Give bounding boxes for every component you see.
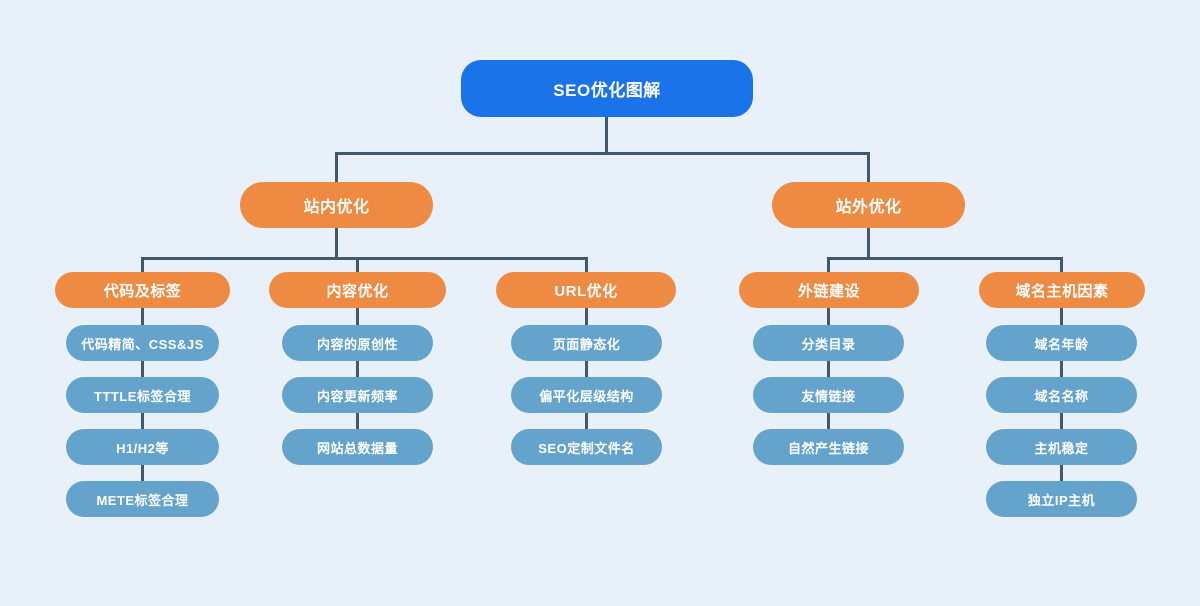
group-node-label: 外链建设 xyxy=(797,282,860,300)
connector-line xyxy=(141,257,144,272)
connector-line xyxy=(335,152,870,155)
leaf-node-label: TTTLE标签合理 xyxy=(94,388,191,404)
leaf-node-label: 页面静态化 xyxy=(552,336,621,352)
leaf-node: 内容的原创性 xyxy=(282,325,433,361)
leaf-node: H1/H2等 xyxy=(66,429,219,465)
leaf-node-label: METE标签合理 xyxy=(96,492,189,508)
leaf-node: 独立IP主机 xyxy=(986,481,1137,517)
branch-node-label: 站外优化 xyxy=(835,199,902,216)
connector-line xyxy=(356,257,359,272)
leaf-node: 自然产生链接 xyxy=(753,429,904,465)
leaf-node-label: 代码精简、CSS&JS xyxy=(81,336,204,352)
connector-line xyxy=(585,257,588,272)
leaf-node-label: 主机稳定 xyxy=(1034,440,1089,456)
group-node-domain-host: 域名主机因素 xyxy=(979,272,1145,308)
leaf-node-label: 独立IP主机 xyxy=(1027,492,1096,508)
root-node-seo: SEO优化图解 xyxy=(461,60,753,117)
leaf-node-label: 域名年龄 xyxy=(1034,336,1089,352)
group-node-label: 域名主机因素 xyxy=(1015,282,1109,300)
connector-line xyxy=(335,228,338,260)
branch-node-label: 站内优化 xyxy=(303,199,370,216)
leaf-node: 网站总数据量 xyxy=(282,429,433,465)
group-node-label: URL优化 xyxy=(554,282,618,300)
connector-line xyxy=(141,257,588,260)
leaf-node-label: 域名名称 xyxy=(1034,388,1089,404)
leaf-node: 偏平化层级结构 xyxy=(511,377,662,413)
branch-node-onsite: 站内优化 xyxy=(240,182,433,228)
leaf-node: 内容更新频率 xyxy=(282,377,433,413)
leaf-node: 代码精简、CSS&JS xyxy=(66,325,219,361)
leaf-node: 域名年龄 xyxy=(986,325,1137,361)
leaf-node: 域名名称 xyxy=(986,377,1137,413)
connector-line xyxy=(867,152,870,182)
connector-line xyxy=(867,228,870,260)
group-node-url: URL优化 xyxy=(496,272,676,308)
leaf-node: TTTLE标签合理 xyxy=(66,377,219,413)
leaf-node: 主机稳定 xyxy=(986,429,1137,465)
root-node-label: SEO优化图解 xyxy=(553,81,661,100)
leaf-node-label: 友情链接 xyxy=(801,388,856,404)
leaf-node-label: 网站总数据量 xyxy=(316,440,398,456)
connector-line xyxy=(335,152,338,182)
group-node-backlinks: 外链建设 xyxy=(739,272,919,308)
leaf-node-label: 分类目录 xyxy=(801,336,856,352)
leaf-node-label: 偏平化层级结构 xyxy=(539,388,634,404)
leaf-node-label: 内容更新频率 xyxy=(316,388,398,404)
leaf-node-label: 内容的原创性 xyxy=(316,336,398,352)
connector-line xyxy=(605,117,608,154)
leaf-node: METE标签合理 xyxy=(66,481,219,517)
connector-line xyxy=(827,257,830,272)
group-node-label: 代码及标签 xyxy=(103,282,182,300)
leaf-node: 分类目录 xyxy=(753,325,904,361)
leaf-node: 页面静态化 xyxy=(511,325,662,361)
group-node-code-tags: 代码及标签 xyxy=(55,272,230,308)
leaf-node: 友情链接 xyxy=(753,377,904,413)
connector-line xyxy=(1060,257,1063,272)
group-node-label: 内容优化 xyxy=(326,282,389,300)
leaf-node-label: 自然产生链接 xyxy=(787,440,869,456)
branch-node-offsite: 站外优化 xyxy=(772,182,965,228)
leaf-node-label: H1/H2等 xyxy=(116,440,169,456)
leaf-node: SEO定制文件名 xyxy=(511,429,662,465)
group-node-content: 内容优化 xyxy=(269,272,446,308)
leaf-node-label: SEO定制文件名 xyxy=(538,440,635,456)
connector-line xyxy=(827,257,1063,260)
